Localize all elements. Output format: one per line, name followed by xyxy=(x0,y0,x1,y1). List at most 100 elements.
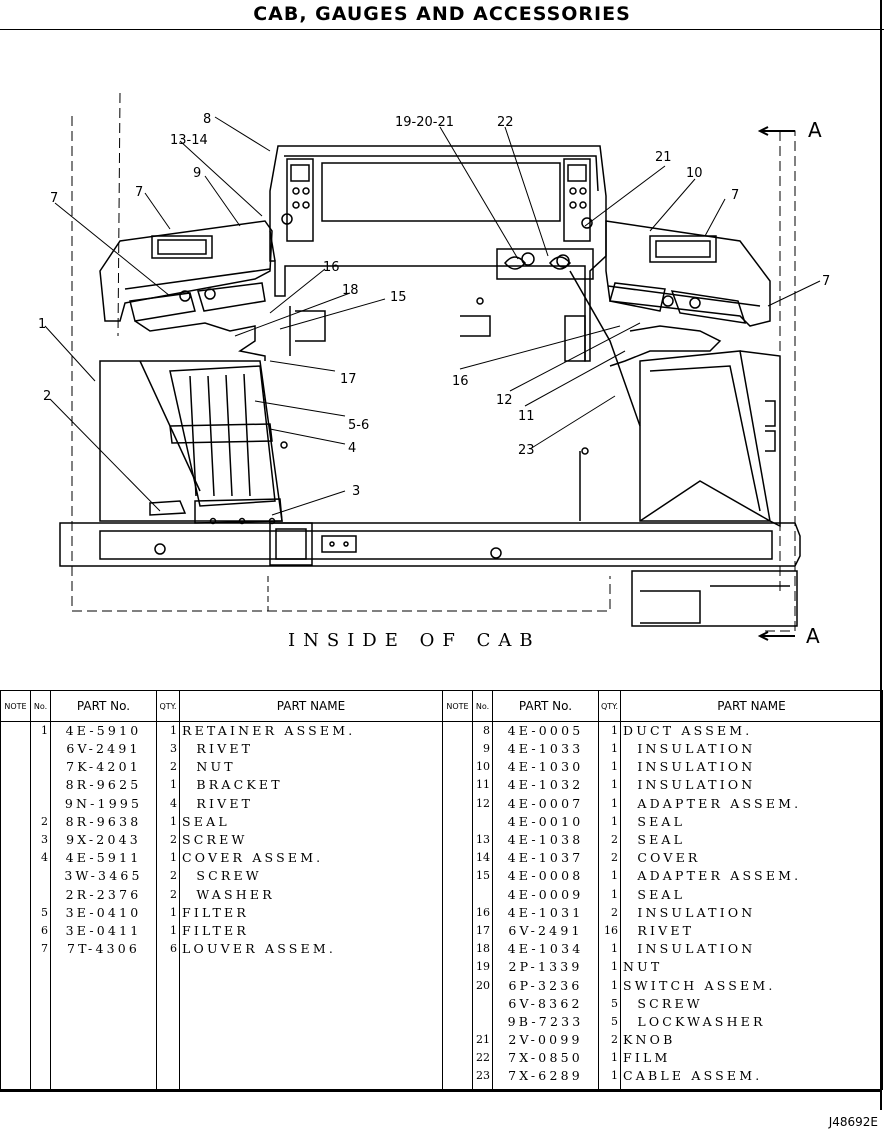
note-cell xyxy=(442,830,473,850)
item-number: 11 xyxy=(472,776,493,795)
empty-cell xyxy=(0,958,31,1091)
svg-text:5-6: 5-6 xyxy=(348,418,369,433)
item-number: 14 xyxy=(472,849,493,868)
header-part-no: PART No. xyxy=(492,690,599,722)
svg-text:7: 7 xyxy=(731,188,739,203)
header-part-no: PART No. xyxy=(50,690,157,722)
item-number: 17 xyxy=(472,921,493,941)
svg-text:10: 10 xyxy=(686,166,703,181)
part-number: 2R-2376 xyxy=(50,885,157,904)
item-number: 2 xyxy=(30,812,51,831)
svg-text:11: 11 xyxy=(518,409,535,424)
quantity: 1 xyxy=(598,885,621,904)
part-number: 4E-1037 xyxy=(492,849,599,868)
quantity: 1 xyxy=(598,740,621,759)
svg-text:16: 16 xyxy=(323,260,340,275)
part-name: ADAPTER ASSEM. xyxy=(620,794,883,813)
empty-cell xyxy=(156,958,180,1091)
part-number: 3E-0411 xyxy=(50,921,157,941)
part-number: 4E-1038 xyxy=(492,830,599,850)
part-name: ADAPTER ASSEM. xyxy=(620,867,883,886)
item-number xyxy=(30,885,51,904)
item-number: 9 xyxy=(472,740,493,759)
item-number xyxy=(472,1012,493,1031)
header-no: No. xyxy=(472,690,493,722)
note-cell xyxy=(442,903,473,922)
quantity: 2 xyxy=(598,903,621,922)
note-cell xyxy=(442,921,473,941)
item-number: 7 xyxy=(30,940,51,959)
empty-cell xyxy=(50,958,157,1091)
svg-text:18: 18 xyxy=(342,283,359,298)
part-name: INSULATION xyxy=(620,740,883,759)
note-cell xyxy=(0,794,31,813)
item-number: 3 xyxy=(30,830,51,850)
note-cell xyxy=(0,758,31,777)
part-number: 6P-3236 xyxy=(492,976,599,995)
note-cell xyxy=(442,1031,473,1050)
part-number: 2P-1339 xyxy=(492,958,599,977)
header-note: NOTE xyxy=(0,690,31,722)
part-name: FILTER xyxy=(179,921,443,941)
part-name: SCREW xyxy=(620,994,883,1013)
part-name: INSULATION xyxy=(620,903,883,922)
note-cell xyxy=(0,849,31,868)
svg-text:1: 1 xyxy=(38,317,46,332)
quantity: 2 xyxy=(156,758,180,777)
part-number: 7K-4201 xyxy=(50,758,157,777)
note-cell xyxy=(442,721,473,740)
quantity: 5 xyxy=(598,1012,621,1031)
part-number: 8R-9625 xyxy=(50,776,157,795)
part-name: LOUVER ASSEM. xyxy=(179,940,443,959)
item-number: 20 xyxy=(472,976,493,995)
svg-text:A: A xyxy=(808,118,822,142)
svg-text:7: 7 xyxy=(50,191,58,206)
empty-cell xyxy=(30,958,51,1091)
note-cell xyxy=(442,958,473,977)
item-number xyxy=(472,885,493,904)
quantity: 1 xyxy=(598,794,621,813)
part-name: INSULATION xyxy=(620,758,883,777)
svg-text:7: 7 xyxy=(822,274,830,289)
quantity: 1 xyxy=(156,721,180,740)
item-number xyxy=(472,812,493,831)
note-cell xyxy=(0,812,31,831)
diagram-caption: INSIDE OF CAB xyxy=(288,630,541,651)
part-name: COVER xyxy=(620,849,883,868)
part-name: SCREW xyxy=(179,867,443,886)
quantity: 1 xyxy=(598,976,621,995)
quantity: 1 xyxy=(598,1067,621,1086)
part-number: 4E-1030 xyxy=(492,758,599,777)
note-cell xyxy=(442,849,473,868)
quantity: 1 xyxy=(156,812,180,831)
quantity: 2 xyxy=(156,830,180,850)
note-cell xyxy=(0,740,31,759)
empty-cell xyxy=(472,1085,493,1090)
svg-text:7: 7 xyxy=(135,185,143,200)
quantity: 4 xyxy=(156,794,180,813)
note-cell xyxy=(0,776,31,795)
part-number: 7T-4306 xyxy=(50,940,157,959)
quantity: 1 xyxy=(598,1049,621,1068)
item-number: 19 xyxy=(472,958,493,977)
part-name: SWITCH ASSEM. xyxy=(620,976,883,995)
quantity: 1 xyxy=(598,721,621,740)
part-number: 3E-0410 xyxy=(50,903,157,922)
note-cell xyxy=(442,940,473,959)
part-number: 7X-0850 xyxy=(492,1049,599,1068)
